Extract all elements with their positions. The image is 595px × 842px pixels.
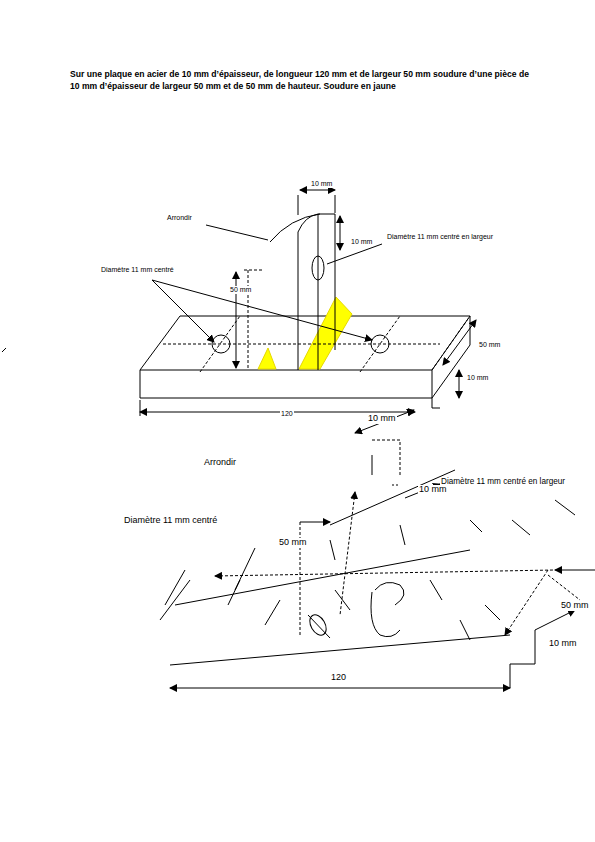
dimension-label: 50 mm [278, 538, 308, 548]
dimension-label: 10 mm [367, 414, 397, 424]
dimension-label: 10 mm [466, 374, 489, 382]
dimension-label: 10 mm [418, 485, 448, 495]
dimension-label: Diamètre 11 mm centré [123, 516, 218, 526]
heading: Sur une plaque en acier de 10 mm d’épais… [70, 68, 540, 93]
dimension-label: 120 [280, 410, 294, 418]
dimension-label: 50 mm [229, 286, 252, 294]
dimension-label: 10 mm [310, 180, 333, 188]
dimension-label: Diamètre 11 mm centré en largeur [386, 233, 494, 241]
dimension-label: Arrondir [166, 214, 193, 222]
dimension-label: 120 [330, 673, 347, 683]
dimension-label: 10 mm [548, 639, 578, 649]
dimension-label: Diamètre 11 mm centré [100, 266, 175, 274]
dimension-label: 10 mm [350, 238, 373, 246]
dimension-label: Diamètre 11 mm centré en largeur [440, 477, 566, 486]
dimension-label: 50 mm [478, 341, 501, 349]
dimension-label: 50 mm [560, 601, 590, 611]
dimension-label: Arrondir [203, 458, 237, 468]
